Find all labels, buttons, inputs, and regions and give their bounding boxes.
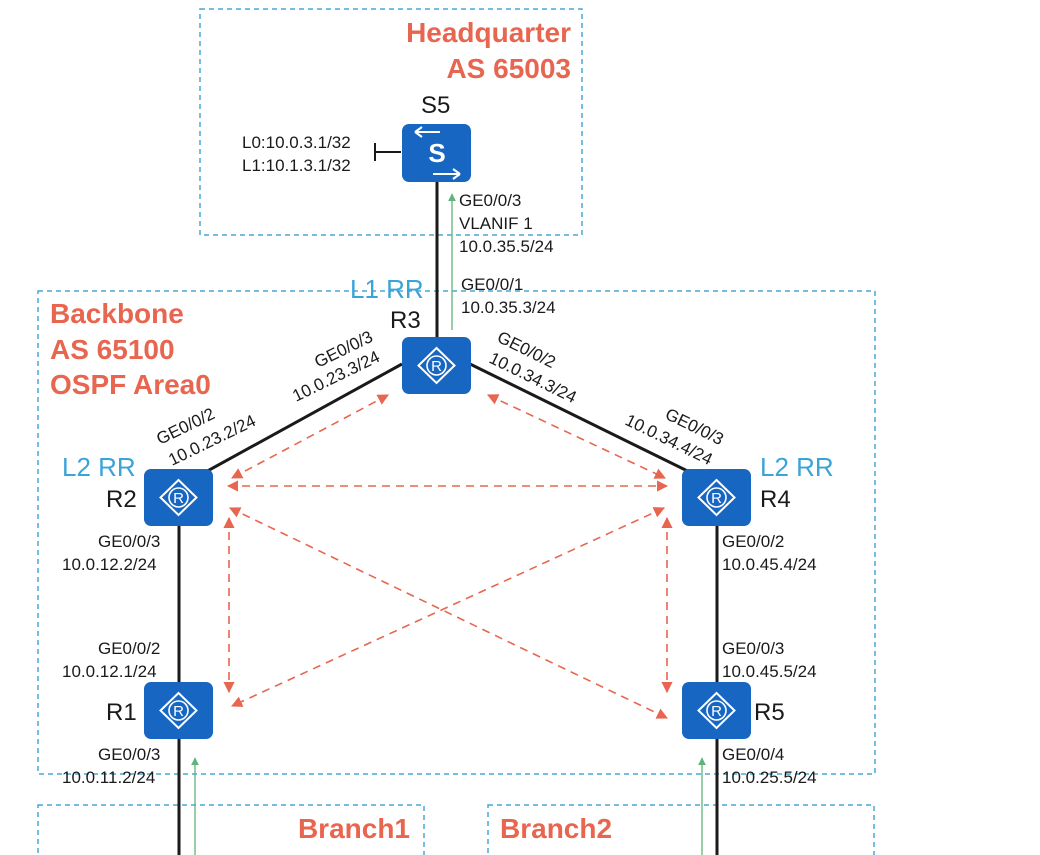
s5-loopback-1: L1:10.1.3.1/32 [242, 156, 351, 175]
s5-ip: 10.0.35.5/24 [459, 237, 554, 256]
r1-ge3: GE0/0/3 [98, 745, 160, 764]
r1-ge2: GE0/0/2 [98, 639, 160, 658]
router-r1[interactable]: R [144, 682, 213, 739]
branch2-region [487, 804, 875, 855]
svg-text:R: R [173, 703, 184, 720]
r1-ip3: 10.0.11.2/24 [62, 768, 155, 787]
r3-ge1: GE0/0/1 [461, 275, 523, 294]
svg-text:R: R [431, 358, 442, 375]
router-r4[interactable]: R [682, 469, 751, 526]
headquarter-as: AS 65003 [446, 53, 571, 84]
router-icon [682, 469, 751, 526]
s5-interface: GE0/0/3 [459, 191, 521, 210]
label-r5: R5 [754, 699, 785, 726]
svg-text:R: R [711, 703, 722, 720]
l2-rr-label-left: L2 RR [62, 452, 136, 482]
label-r4: R4 [760, 486, 791, 513]
router-icon [402, 337, 471, 394]
backbone-as: AS 65100 [50, 334, 175, 365]
label-s5: S5 [421, 92, 450, 119]
s5-vlanif: VLANIF 1 [459, 214, 533, 233]
headquarter-title: Headquarter [406, 17, 571, 48]
r4-ge2: GE0/0/2 [722, 532, 784, 551]
svg-text:R: R [711, 490, 722, 507]
svg-text:S: S [428, 138, 445, 168]
branch2-title: Branch2 [500, 813, 612, 844]
branch1-region [37, 804, 425, 855]
branch1-title: Branch1 [298, 813, 410, 844]
l1-rr-label: L1 RR [350, 274, 424, 304]
peer-r4-r1 [230, 507, 666, 707]
router-icon [144, 469, 213, 526]
r4-ip2: 10.0.45.4/24 [722, 555, 817, 574]
r2-ge3: GE0/0/3 [98, 532, 160, 551]
label-r1: R1 [106, 699, 137, 726]
peer-r2-r5 [228, 507, 669, 719]
s5-loopback-0: L0:10.0.3.1/32 [242, 133, 351, 152]
router-icon [144, 682, 213, 739]
router-r5[interactable]: R [682, 682, 751, 739]
backbone-title: Backbone [50, 298, 184, 329]
r1-ip2: 10.0.12.1/24 [62, 662, 157, 681]
peer-r3-r4 [486, 394, 667, 479]
backbone-region [37, 290, 876, 775]
r3-ip1: 10.0.35.3/24 [461, 298, 556, 317]
r5-ip3: 10.0.45.5/24 [722, 662, 817, 681]
router-r2[interactable]: R [144, 469, 213, 526]
peer-r3-r2 [231, 394, 389, 479]
label-r3: R3 [390, 307, 421, 334]
svg-text:R: R [173, 490, 184, 507]
r2-ip3: 10.0.12.2/24 [62, 555, 157, 574]
router-r3[interactable]: R [402, 337, 471, 394]
r5-ip4: 10.0.25.5/24 [722, 768, 817, 787]
r5-ge3: GE0/0/3 [722, 639, 784, 658]
headquarter-region [199, 8, 583, 236]
l2-rr-label-right: L2 RR [760, 452, 834, 482]
backbone-ospf: OSPF Area0 [50, 369, 211, 400]
r5-ge4: GE0/0/4 [722, 745, 784, 764]
switch-icon [402, 124, 471, 182]
link-r3-r2 [181, 362, 403, 487]
router-icon [682, 682, 751, 739]
label-r2: R2 [106, 486, 137, 513]
switch-s5[interactable]: S [402, 124, 471, 182]
